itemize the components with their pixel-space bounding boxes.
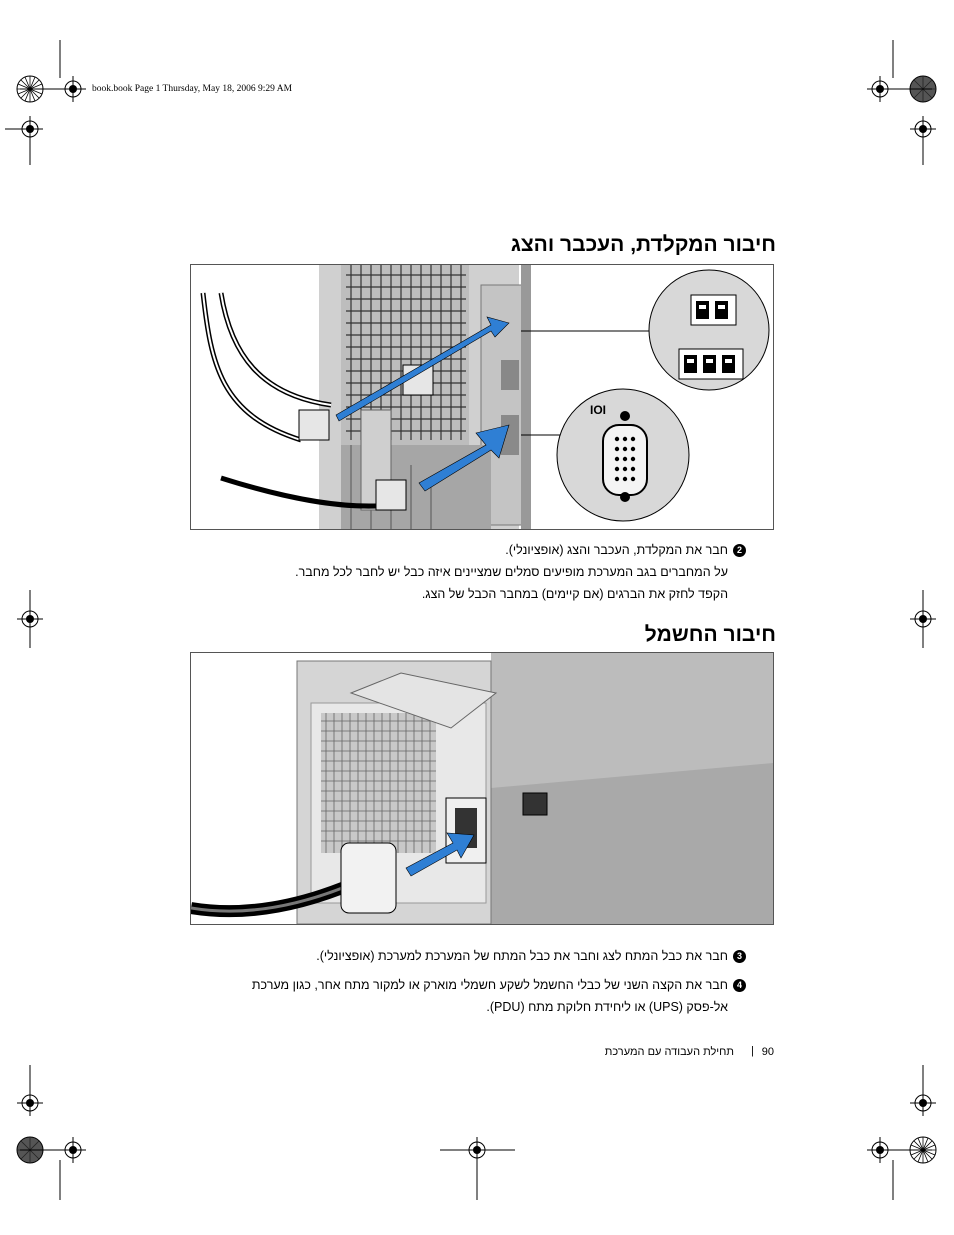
step-2-line-3: הקפד לחזק את הברגים (אם קיימים) במחבר הכ…	[421, 587, 728, 601]
step-4-line-2: אל-פסק (UPS) או ליחידת חלוקת מתח (PDU).	[486, 1000, 728, 1014]
step-4: 4 חבר את הקצה השני של כבלי החשמל לשקע חשמ…	[186, 974, 746, 1018]
vga-symbol: IOI	[590, 403, 606, 417]
step-number: 3	[733, 950, 746, 963]
footer-chapter-title: תחילת העבודה עם המערכת	[604, 1046, 734, 1058]
step-number: 4	[733, 979, 746, 992]
footer-separator: |	[751, 1045, 754, 1057]
figure-power-connection	[190, 652, 774, 925]
footer-page-number: 90	[761, 1046, 774, 1058]
step-3: 3 חבר את כבל המתח לצג וחבר את כבל המתח של…	[186, 945, 746, 967]
step-3-line-1: חבר את כבל המתח לצג וחבר את כבל המתח של …	[316, 949, 728, 963]
step-2: 2חבר את המקלדת, העכבר והצג (אופציונלי). …	[186, 539, 746, 605]
figure-keyboard-mouse-monitor: IOI	[190, 264, 774, 530]
section-title-keyboard-mouse-monitor: חיבור המקלדת, העכבר והצג	[510, 233, 776, 256]
step-4-line-1: חבר את הקצה השני של כבלי החשמל לשקע חשמל…	[251, 978, 728, 992]
step-number: 2	[733, 544, 746, 557]
slug-line: book.book Page 1 Thursday, May 18, 2006 …	[92, 84, 293, 94]
step-2-line-1: חבר את המקלדת, העכבר והצג (אופציונלי).	[505, 543, 728, 557]
section-title-power: חיבור החשמל	[644, 623, 776, 646]
step-2-line-2: על המחברים בגב המערכת מופיעים סמלים שמצי…	[295, 565, 728, 579]
